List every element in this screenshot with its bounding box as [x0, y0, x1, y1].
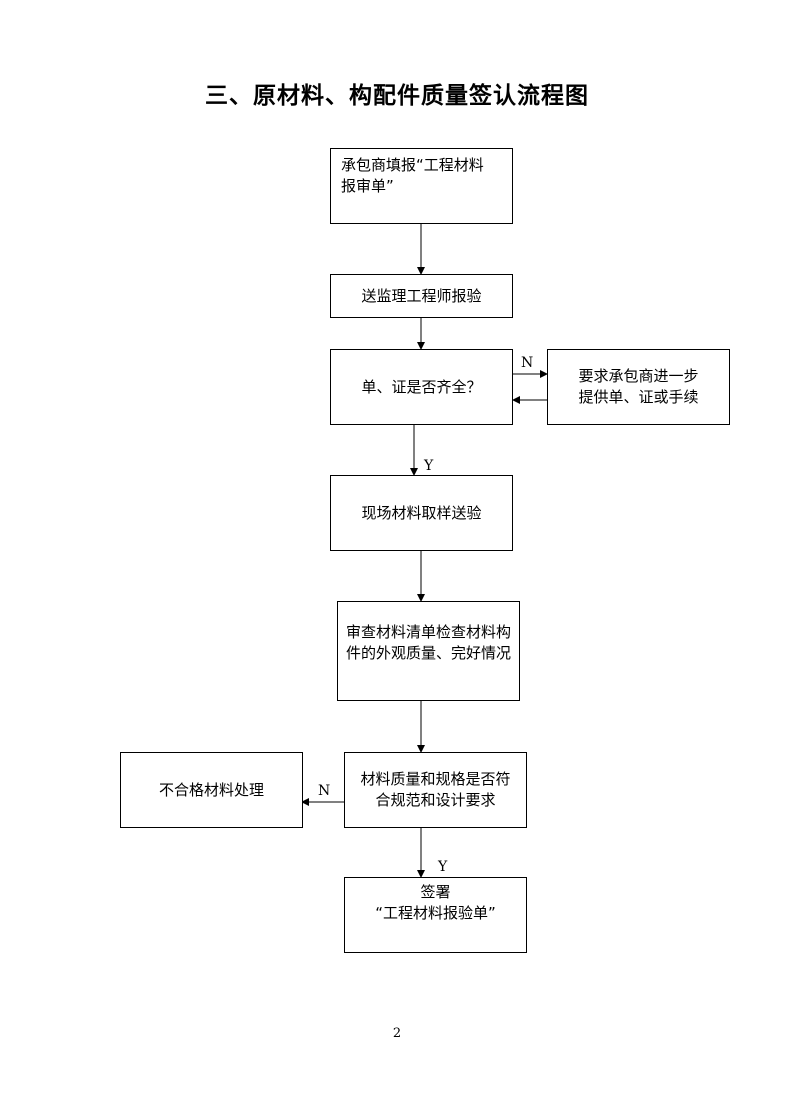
node-unqualified: 不合格材料处理	[120, 752, 303, 828]
node-request-more: 要求承包商进一步 提供单、证或手续	[547, 349, 730, 425]
node-contractor-fill-text: 承包商填报“工程材料 报审单”	[341, 156, 484, 195]
node-unqualified-text: 不合格材料处理	[158, 780, 264, 799]
label-n-docs: N	[521, 355, 534, 371]
node-review-list-text: 审查材料清单检查材料构 件的外观质量、完好情况	[345, 623, 511, 662]
page-title: 三、原材料、构配件质量签认流程图	[205, 82, 589, 109]
node-docs-complete: 单、证是否齐全？	[330, 349, 513, 425]
label-y-quality: Y	[438, 859, 448, 875]
node-sign-text: 签署 “工程材料报验单”	[375, 883, 496, 922]
node-sampling: 现场材料取样送验	[330, 475, 513, 551]
node-send-engineer-text: 送监理工程师报验	[361, 286, 482, 305]
node-sign: 签署 “工程材料报验单”	[344, 877, 527, 953]
node-contractor-fill: 承包商填报“工程材料 报审单”	[330, 148, 513, 224]
node-sampling-text: 现场材料取样送验	[361, 503, 482, 522]
label-n-quality: N	[318, 783, 331, 799]
label-y-docs: Y	[424, 458, 434, 474]
node-review-list: 审查材料清单检查材料构 件的外观质量、完好情况	[337, 601, 520, 701]
node-quality-check-text: 材料质量和规格是否符 合规范和设计要求	[360, 770, 511, 809]
page-number: 2	[392, 1026, 402, 1041]
node-quality-check: 材料质量和规格是否符 合规范和设计要求	[344, 752, 527, 828]
node-docs-complete-text: 单、证是否齐全？	[361, 377, 482, 396]
node-send-engineer: 送监理工程师报验	[330, 274, 513, 318]
node-request-more-text: 要求承包商进一步 提供单、证或手续	[578, 367, 699, 406]
